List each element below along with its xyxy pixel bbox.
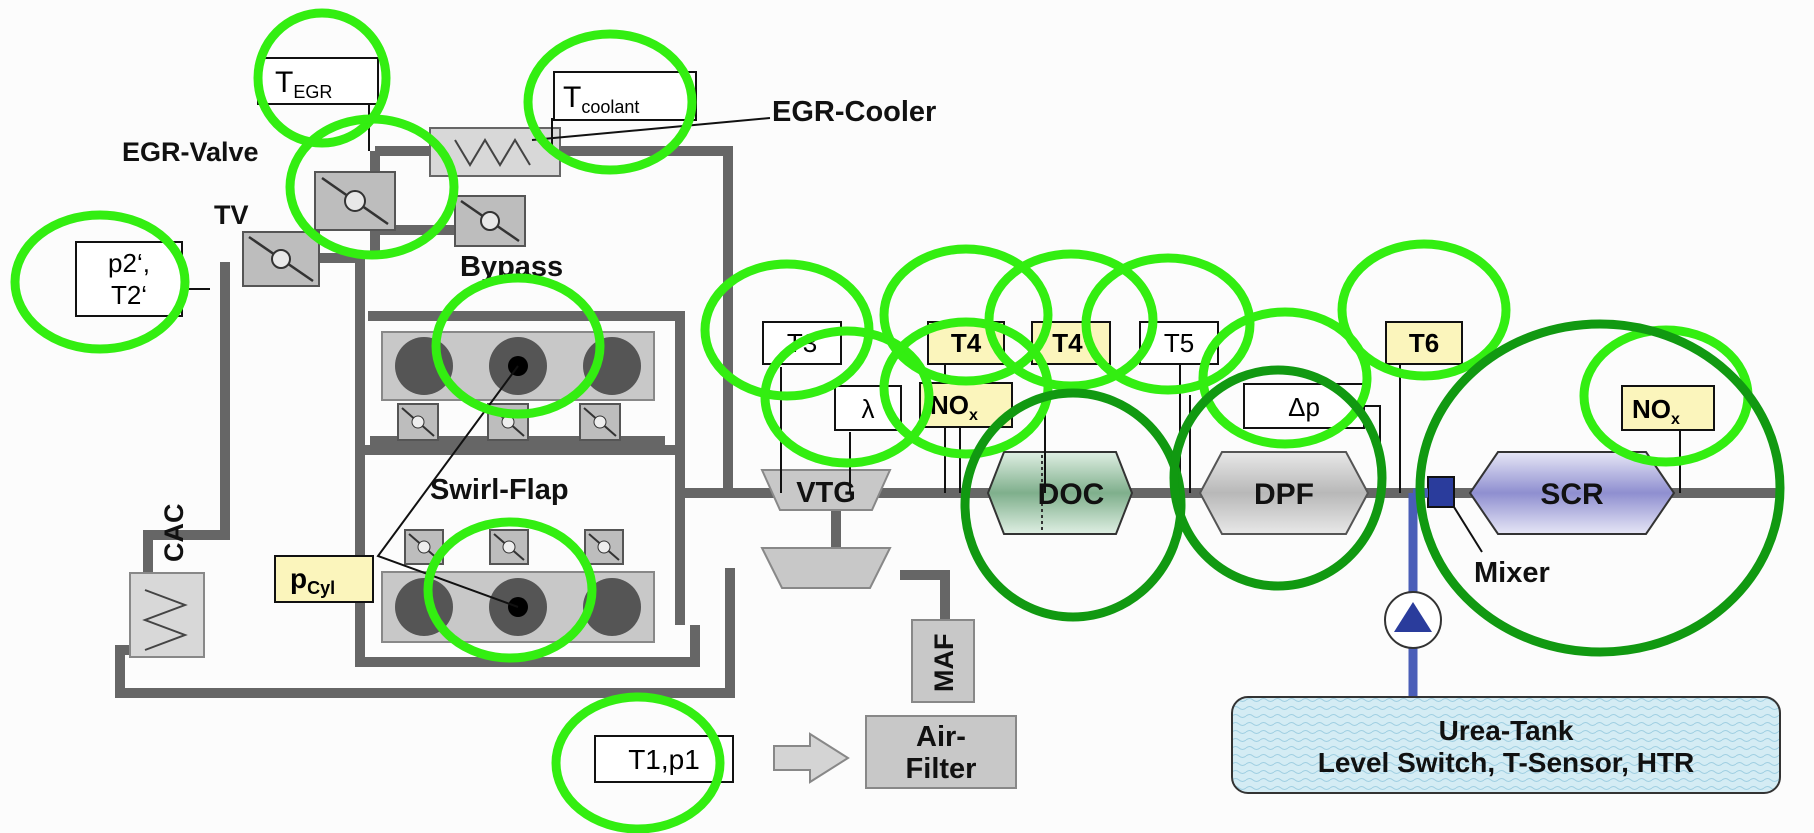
t6-sensor: T6 — [1385, 321, 1463, 365]
svg-text:Δp: Δp — [1288, 392, 1320, 422]
arrow-icon — [773, 732, 850, 784]
lower-cylinder-bank — [381, 529, 655, 643]
highlight-ring-scr — [1415, 319, 1785, 657]
cac-label: CAC — [159, 504, 189, 563]
vtg-label: VTG — [796, 477, 856, 509]
p2-t2-sensor: p2‘, T2‘ — [75, 241, 183, 317]
highlight-ring-upper-cylinder — [431, 273, 605, 419]
urea-tank — [1231, 696, 1781, 794]
upper-block-pipe — [368, 311, 685, 450]
tv-to-manifold-pipe — [320, 253, 700, 667]
svg-text:p2‘,: p2‘, — [108, 248, 150, 278]
cooler-icon — [142, 589, 188, 651]
highlight-ring-lambda — [760, 326, 934, 468]
svg-text:T4: T4 — [951, 328, 982, 358]
cylinder-icon — [583, 578, 641, 636]
mixer-label: Mixer — [1474, 557, 1550, 589]
highlight-ring-lower-cylinder — [423, 517, 597, 663]
valve-icon — [248, 235, 314, 283]
cac-upper-pipe — [143, 262, 230, 590]
highlight-ring-t6 — [1337, 239, 1511, 381]
upper-cylinder-bank — [381, 331, 655, 441]
egr-valve — [314, 171, 396, 231]
lambda-sensor: λ — [834, 385, 902, 431]
highlight-ring-t-coolant — [523, 29, 697, 175]
cooler-icon — [454, 138, 531, 167]
svg-text:T1,p1: T1,p1 — [628, 744, 700, 775]
dpf-filter — [1198, 451, 1370, 535]
doc-catalyst — [986, 451, 1134, 535]
air-filter — [865, 715, 1017, 789]
valve-icon — [460, 199, 520, 243]
maf-pipe — [900, 570, 950, 625]
doc-label: DOC — [1038, 478, 1105, 511]
highlight-rings — [10, 8, 1785, 833]
pcyl-sensor-lines — [376, 365, 519, 608]
svg-text:T6: T6 — [1409, 328, 1439, 358]
highlight-ring-t5 — [1081, 253, 1255, 395]
scr-label: SCR — [1540, 478, 1604, 511]
egr-cooler-label: EGR-Cooler — [772, 96, 936, 128]
highlight-ring-dpf — [1169, 365, 1387, 591]
egr-valve-label: EGR-Valve — [122, 137, 259, 167]
highlight-ring-delta-p — [1198, 307, 1372, 449]
throttle-valve — [242, 231, 320, 287]
svg-text:λ: λ — [862, 394, 875, 424]
pump-icon — [1384, 591, 1442, 649]
t-coolant-sensor: Tcoolant — [553, 71, 697, 121]
intake-loop-pipe — [115, 568, 735, 698]
highlight-ring-t4-prime — [984, 249, 1158, 391]
swirl-flap-lower-valves — [404, 529, 624, 565]
cylinder-icon — [583, 337, 641, 395]
svg-text:pCyl: pCyl — [290, 563, 335, 598]
tv-label: TV — [214, 200, 249, 230]
t1-p1-sensor: T1,p1 — [594, 735, 734, 783]
highlight-ring-egr-valve — [285, 114, 459, 260]
valve-icon — [321, 176, 389, 226]
svg-text:NOx: NOx — [1632, 394, 1680, 428]
highlight-ring-t1-p1 — [551, 692, 725, 833]
dpf-label: DPF — [1254, 478, 1314, 511]
svg-text:T5: T5 — [1164, 328, 1194, 358]
nox-downstream-sensor: NOx — [1621, 385, 1715, 431]
air-filter-label-line2: Filter — [906, 753, 977, 785]
highlight-ring-t4 — [879, 244, 1053, 386]
svg-text:TEGR: TEGR — [275, 66, 332, 102]
urea-tank-label-line1: Urea-Tank — [1439, 715, 1574, 746]
p-cyl-sensor: pCyl — [274, 555, 374, 603]
cylinder-icon — [395, 337, 453, 395]
charge-air-cooler — [129, 572, 205, 658]
bypass-valve — [454, 195, 526, 247]
svg-text:NOx: NOx — [930, 390, 978, 424]
urea-tank-label-line2: Level Switch, T-Sensor, HTR — [1318, 747, 1695, 778]
highlight-ring-t-egr — [253, 8, 391, 148]
maf-sensor — [911, 619, 975, 703]
highlight-ring-p2-t2 — [10, 210, 190, 354]
svg-text:T2‘: T2‘ — [111, 280, 147, 310]
vtg-turbine — [760, 469, 892, 589]
maf-label: MAF — [929, 634, 959, 692]
air-filter-label-line1: Air- — [916, 721, 966, 753]
delta-p-sensor: Δp — [1243, 383, 1365, 429]
scr-catalyst — [1468, 451, 1676, 535]
svg-text:Tcoolant: Tcoolant — [563, 81, 639, 117]
swirl-flap-label: Swirl-Flap — [430, 474, 569, 506]
t-egr-sensor: TEGR — [257, 57, 379, 105]
